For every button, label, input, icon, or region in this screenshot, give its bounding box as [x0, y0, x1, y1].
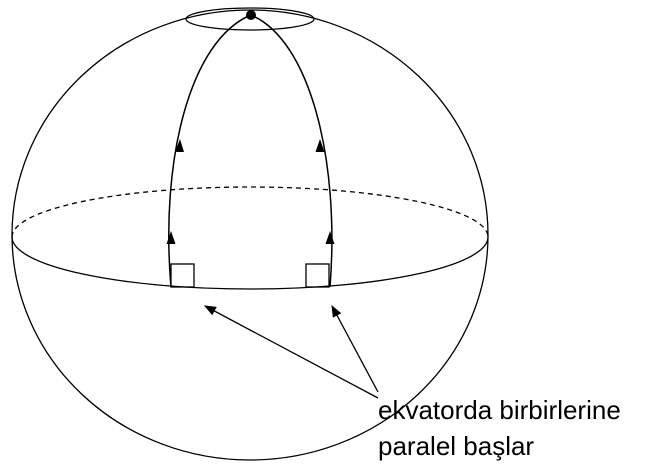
left-meridian-arrow-lower [166, 231, 176, 244]
polar-circle [185, 7, 315, 31]
equator-front [11, 236, 489, 290]
annotation-label: ekvatorda birbirlerine paralel başlar [378, 392, 648, 464]
annotation-line-1: ekvatorda birbirlerine [378, 395, 621, 425]
right-meridian-arrow-lower [325, 231, 335, 244]
right-angle-marker-right [305, 263, 330, 288]
pointer-arrow-right [331, 304, 379, 393]
right-angle-marker-left [170, 263, 195, 288]
right-meridian-arrow-upper [315, 139, 325, 152]
left-meridian-arrow-upper [175, 139, 184, 152]
equator-back-dashed [11, 186, 489, 238]
pointer-arrow-left [203, 305, 379, 399]
annotation-line-2: paralel başlar [378, 431, 535, 461]
